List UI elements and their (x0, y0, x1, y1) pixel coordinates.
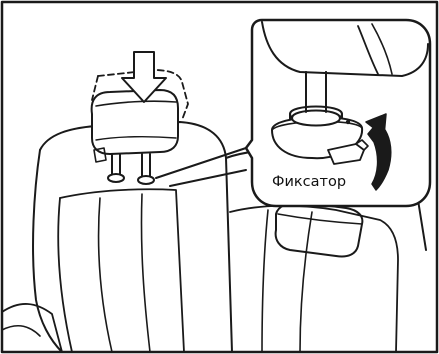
zoom-inset: Фиксатор (246, 20, 430, 206)
stay-guide-left (108, 174, 124, 182)
stay-guide-right (138, 176, 154, 184)
inset-collar-redraw (292, 111, 340, 126)
headrest-pad (92, 90, 178, 154)
inset-rivet (346, 120, 350, 124)
lock-label: Фиксатор (272, 174, 346, 190)
